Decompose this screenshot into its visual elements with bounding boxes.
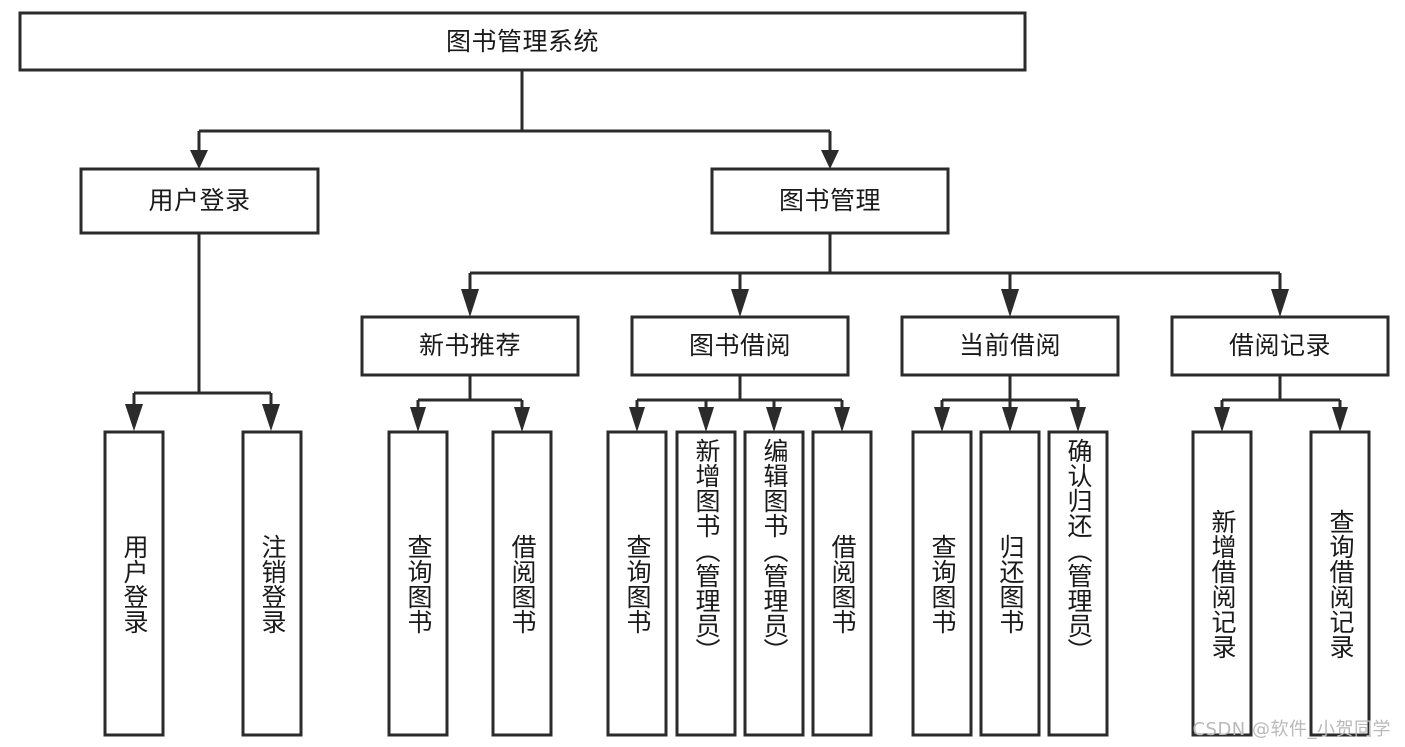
arrow-head-cb-leaf-3	[1070, 407, 1086, 432]
leaf-box-bb-borrow-book[interactable]	[811, 430, 873, 737]
arrow-head-leaf-logout	[262, 404, 280, 431]
arrow-head-book-manage	[821, 150, 839, 169]
arrow-head-nb-leaf-2	[514, 407, 530, 432]
arrow-head-bb-leaf-3	[766, 407, 782, 432]
node-box-user-login[interactable]	[79, 167, 320, 235]
arrow-head-cb-leaf-1	[934, 407, 950, 432]
arrow-head-br-leaf-1	[1214, 407, 1230, 432]
leaf-box-bb-query-book[interactable]	[606, 430, 668, 737]
leaf-box-cb-query-book[interactable]	[911, 430, 973, 737]
arrow-head-new-book	[461, 289, 479, 317]
arrow-head-borrow-record	[1271, 289, 1289, 317]
arrow-head-nb-leaf-1	[410, 407, 426, 432]
leaf-box-nb-query-book[interactable]	[387, 430, 449, 737]
leaf-box-user-login[interactable]	[103, 430, 165, 737]
node-box-new-book-recommend[interactable]	[360, 315, 580, 377]
leaf-box-cb-return-book[interactable]	[979, 430, 1041, 737]
leaf-box-bb-add-book[interactable]	[675, 430, 737, 737]
leaf-box-cb-confirm-return[interactable]	[1047, 430, 1109, 737]
node-box-book-borrow[interactable]	[630, 315, 850, 377]
arrow-head-cb-leaf-2	[1002, 407, 1018, 432]
arrow-head-current-borrow	[1001, 289, 1019, 317]
node-box-book-manage[interactable]	[710, 167, 950, 235]
arrow-head-leaf-user-login	[125, 404, 143, 431]
leaf-box-nb-borrow-book[interactable]	[491, 430, 553, 737]
arrow-head-br-leaf-2	[1332, 407, 1348, 432]
arrow-head-user-login	[190, 150, 208, 169]
leaf-box-br-add-record[interactable]	[1191, 430, 1253, 737]
leaf-box-bb-edit-book[interactable]	[743, 430, 805, 737]
arrow-head-book-borrow	[731, 289, 749, 317]
node-box-borrow-record[interactable]	[1170, 315, 1390, 377]
node-box-root[interactable]	[18, 11, 1027, 72]
arrow-head-bb-leaf-4	[834, 407, 850, 432]
node-box-current-borrow[interactable]	[900, 315, 1120, 377]
leaf-box-br-query-record[interactable]	[1309, 430, 1371, 737]
arrow-head-bb-leaf-1	[629, 407, 645, 432]
arrow-head-bb-leaf-2	[698, 407, 714, 432]
leaf-box-logout[interactable]	[241, 430, 303, 737]
